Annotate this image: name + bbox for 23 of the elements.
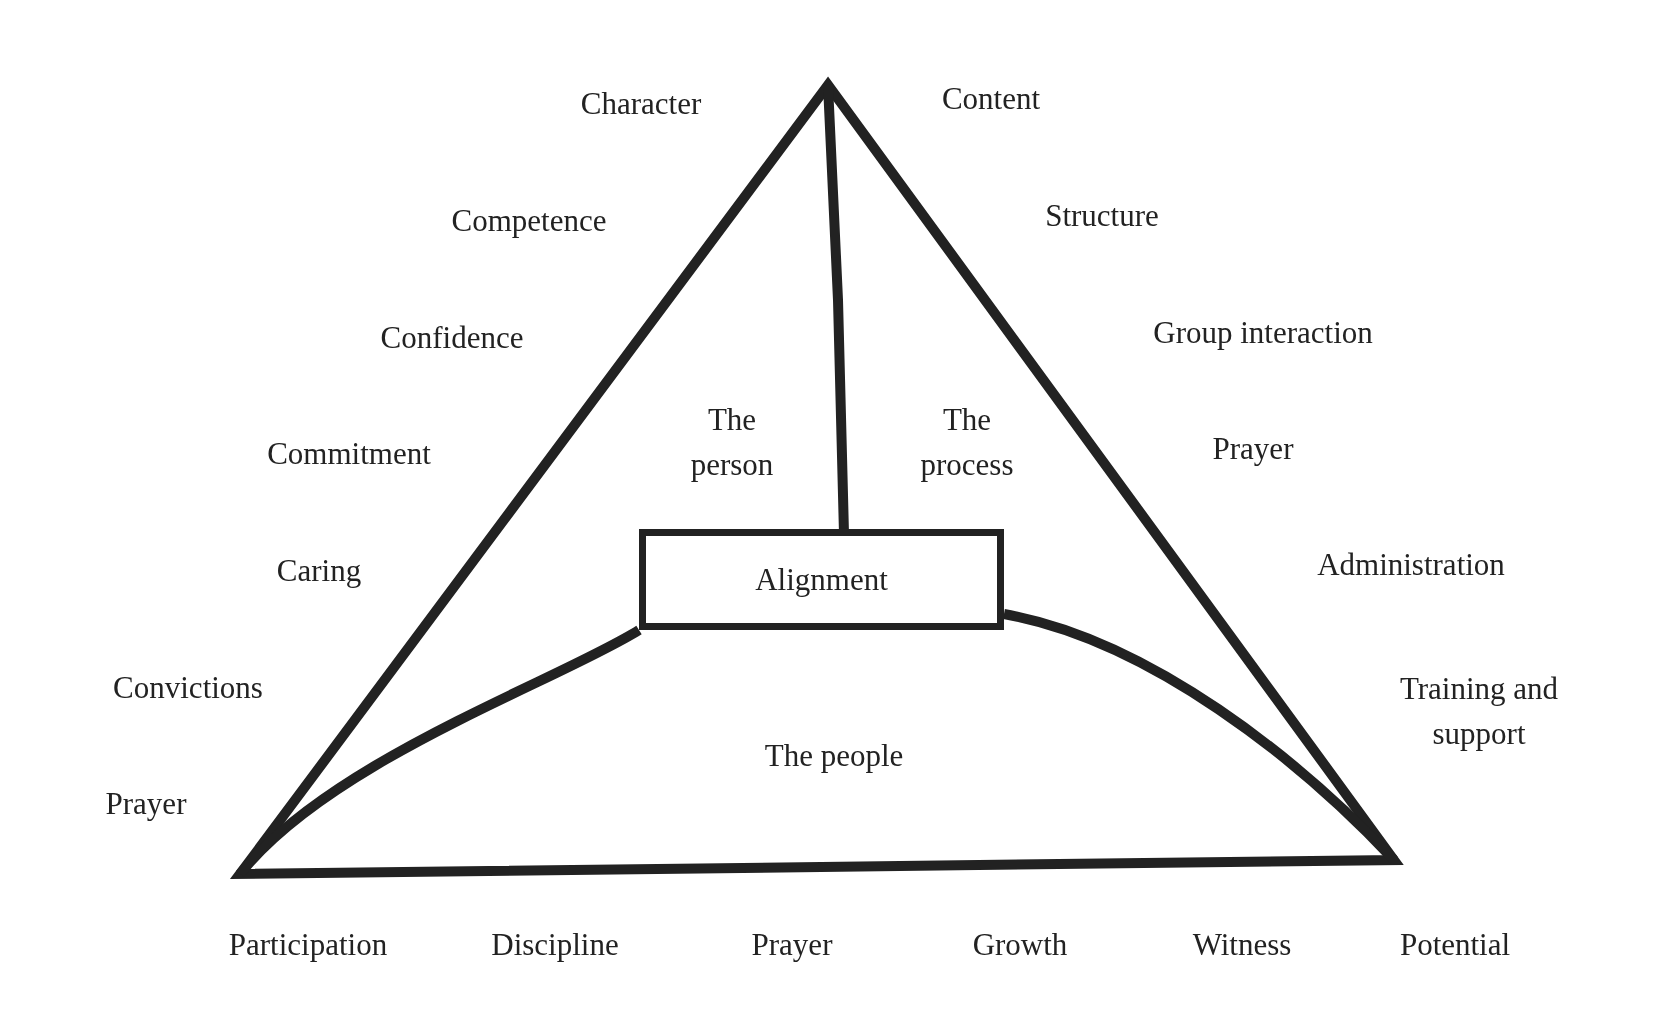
base-label: Participation (228, 925, 388, 964)
base-label: Discipline (491, 925, 619, 964)
side-label: Content (941, 79, 1041, 118)
side-label: Caring (276, 551, 362, 590)
region-label: The process (919, 401, 1015, 484)
side-label: Training and support (1398, 670, 1560, 753)
side-label: Character (580, 84, 702, 123)
side-label: Administration (1317, 545, 1505, 584)
side-label: Group interaction (1153, 313, 1373, 352)
side-label: Confidence (380, 318, 524, 357)
region-label: The people (764, 736, 904, 775)
alignment-box: Alignment (639, 529, 1004, 630)
side-label: Structure (1045, 196, 1159, 235)
base-label: Witness (1192, 925, 1292, 964)
side-label: Convictions (113, 668, 263, 707)
side-label: Competence (451, 201, 607, 240)
region-label: The person (689, 401, 775, 484)
side-label: Prayer (105, 784, 187, 823)
base-label: Potential (1399, 925, 1511, 964)
side-label: Prayer (1212, 429, 1294, 468)
base-label: Growth (972, 925, 1068, 964)
base-label: Prayer (751, 925, 833, 964)
side-label: Commitment (267, 434, 431, 473)
